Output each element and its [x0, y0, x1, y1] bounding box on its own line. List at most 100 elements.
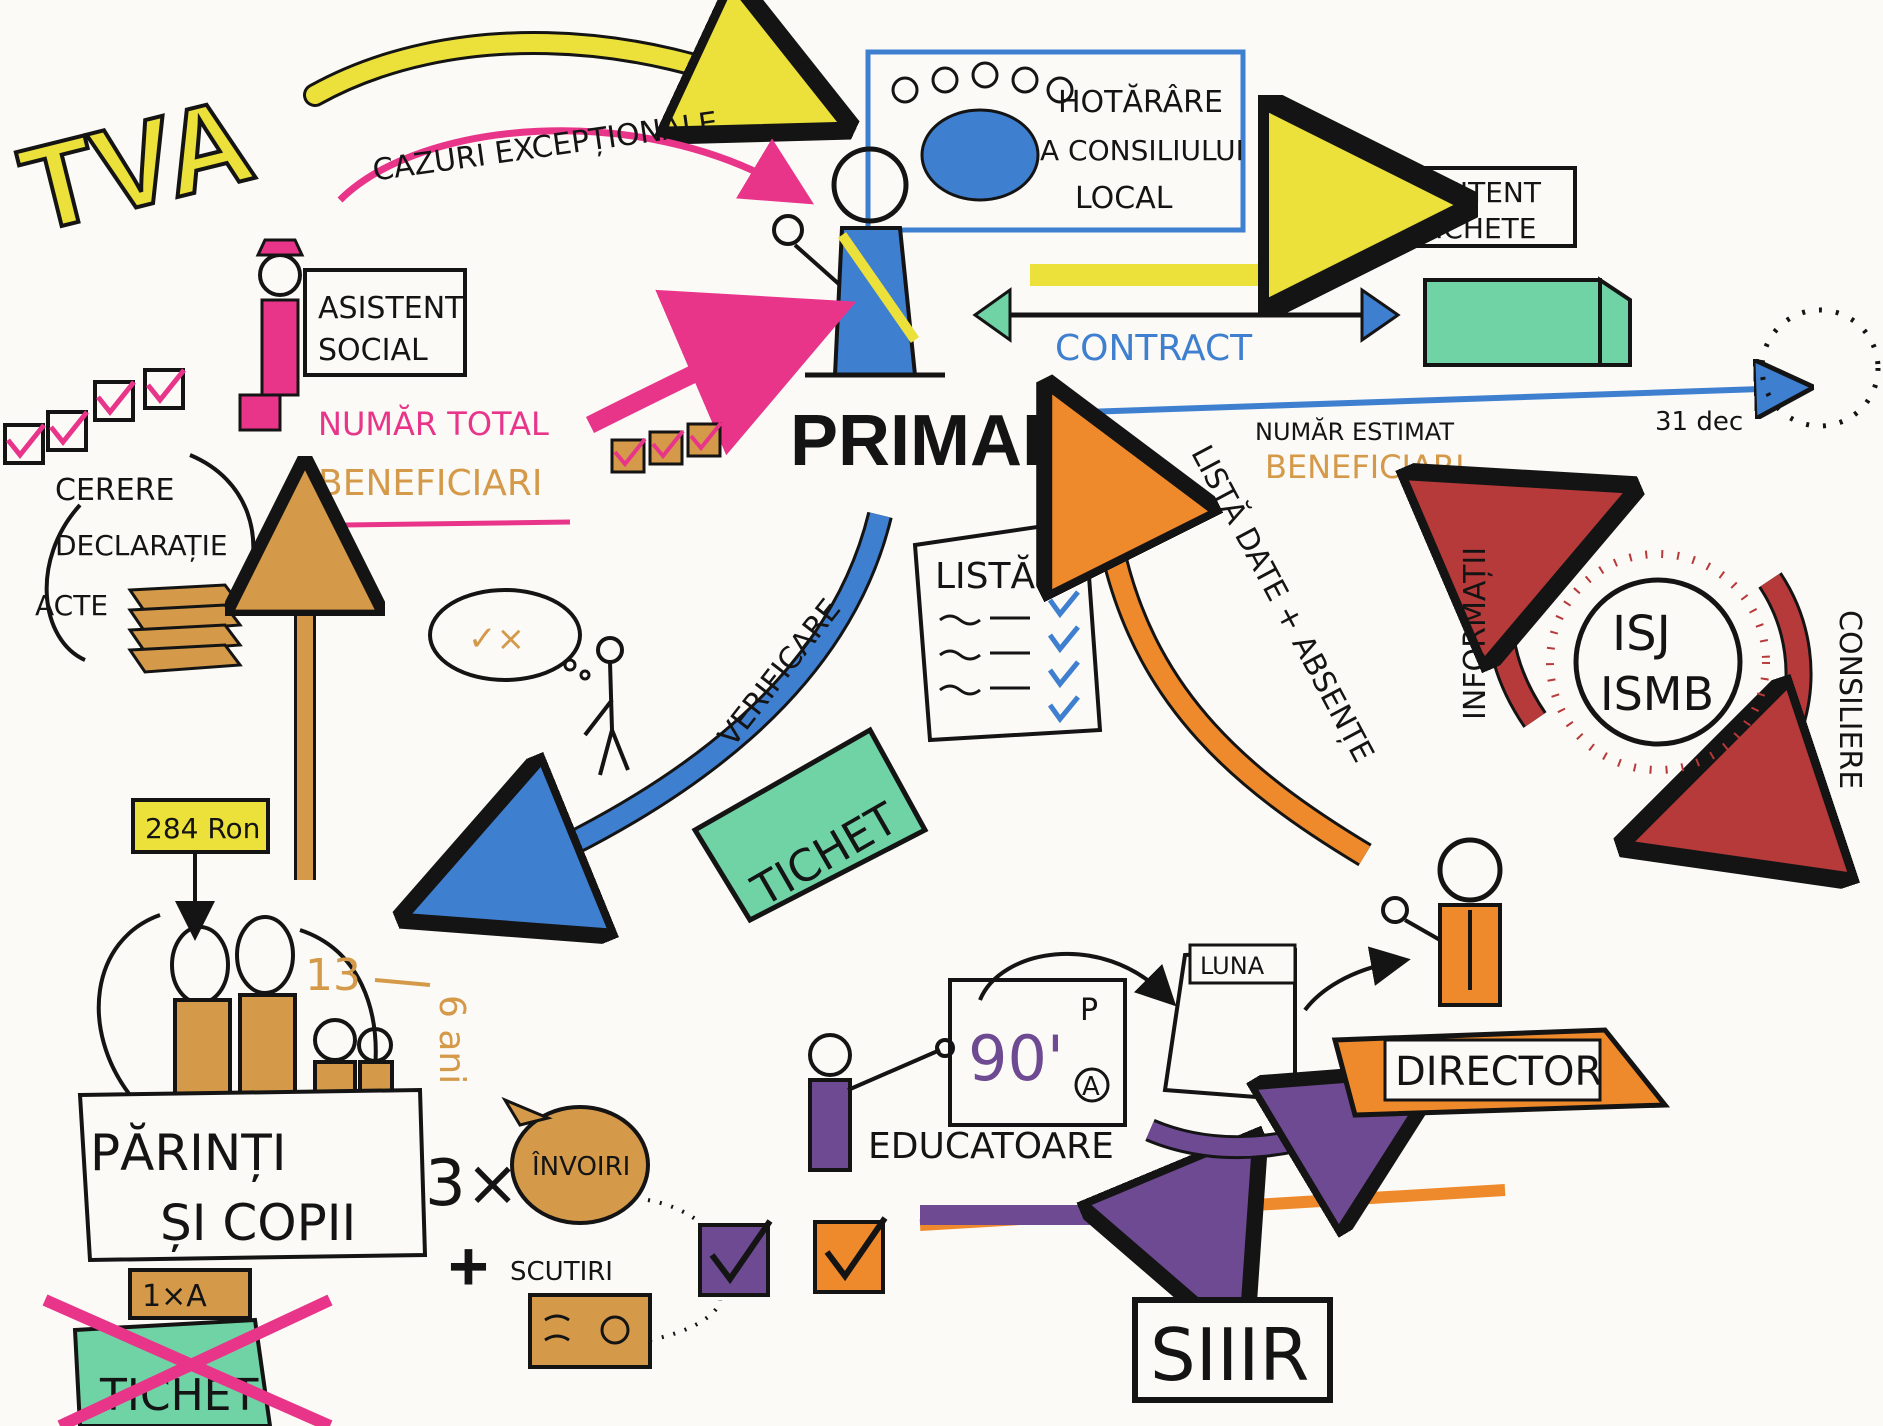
asistent-line-1: ASISTENT	[318, 291, 464, 326]
lista-group: LISTĂ	[912, 517, 1103, 743]
verificare-label: VERIFICARE	[712, 593, 848, 754]
primar-figure	[772, 146, 945, 378]
cazuri-label: CAZURI EXCEPȚIONALE	[370, 106, 719, 189]
parinti-label: PĂRINȚI	[90, 1122, 287, 1182]
scutiri-card	[528, 1293, 652, 1369]
p-letter: P	[1080, 993, 1098, 1028]
asistent-sign	[303, 268, 467, 377]
scutiri-label: SCUTIRI	[510, 1257, 613, 1287]
dotted-ring-icon	[1546, 550, 1770, 774]
hotarare-line-1: HOTĂRÂRE	[1058, 83, 1223, 120]
director-head	[1437, 837, 1503, 903]
emitent-tichete-group: EMITENT TICHETE	[1403, 166, 1632, 367]
ismb-label: ISMB	[1600, 667, 1714, 721]
director-label: DIRECTOR	[1395, 1049, 1602, 1095]
emitent-line-2: TICHETE	[1417, 212, 1536, 245]
checkbox-icon	[3, 423, 45, 465]
hotarare-consiliu-group: HOTĂRÂRE A CONSILIULUI LOCAL	[865, 49, 1246, 233]
primar-label: PRIMAR	[790, 401, 1074, 481]
date-31-dec: 31 dec	[1655, 407, 1743, 437]
siiir-purple-line	[920, 1215, 1215, 1275]
director-group: DIRECTOR	[1331, 837, 1671, 1118]
hotarare-line-3: LOCAL	[1075, 181, 1173, 216]
isj-ismb-group: ISJ ISMB INFORMAȚII CONSILIERE	[1458, 520, 1867, 820]
tva-group: TVA	[6, 70, 267, 260]
lista-date-label: LISTĂ DATE + ABSENȚE	[1184, 439, 1383, 769]
hotarare-line-2: A CONSILIULUI	[1040, 134, 1244, 167]
parinti-frame	[77, 1087, 428, 1263]
cerere-label: CERERE	[55, 473, 175, 508]
educatoare-label: EDUCATOARE	[868, 1126, 1114, 1167]
asistent-body	[260, 298, 300, 397]
checkbox-icon	[46, 410, 88, 452]
attendance-checkboxes	[698, 1216, 888, 1297]
numar-estimat-label: NUMĂR ESTIMAT	[1255, 416, 1454, 446]
checkbox-icon	[698, 1223, 770, 1297]
speech-bubble-icon	[920, 108, 1040, 202]
isj-circle	[1573, 577, 1743, 747]
parents-figures-icon	[170, 915, 394, 1119]
hotarare-frame	[865, 49, 1246, 233]
council-people-icon	[891, 61, 1074, 104]
age-13-label: 13	[305, 950, 361, 1001]
parinti-copii-group: PĂRINȚI ȘI COPII 13 6 ani	[77, 913, 472, 1263]
one-a-tag	[128, 1268, 252, 1320]
one-a-label: 1×A	[142, 1279, 207, 1314]
luna-label: LUNA	[1200, 952, 1265, 980]
crossed-tichet-group: 1×A TICHET	[42, 1268, 333, 1426]
beneficiari-estimat-label: BENEFICIARI	[1265, 448, 1465, 486]
tichet-card	[691, 726, 929, 924]
thought-cloud-icon: ✓×	[428, 588, 591, 682]
invoiri-label: ÎNVOIRI	[531, 1150, 630, 1182]
plus-label: +	[448, 1227, 489, 1305]
walking-figure-icon	[583, 636, 630, 776]
primar-head	[831, 146, 909, 224]
ron-tag	[131, 798, 270, 854]
siiir-label: SIIIR	[1150, 1313, 1309, 1397]
x3-label: 3×	[425, 1147, 519, 1221]
dotted-circle-icon	[1759, 307, 1881, 429]
luna-tab	[1188, 943, 1297, 985]
declaratie-label: DECLARAȚIE	[55, 529, 228, 562]
educatoare-group: 90' P A EDUCATOARE	[808, 978, 1127, 1172]
isj-label: ISJ	[1612, 606, 1671, 662]
invoiri-scutiri-group: 3× ÎNVOIRI + SCUTIRI	[425, 1096, 727, 1369]
asistent-head	[258, 253, 302, 297]
emitent-desk	[1423, 278, 1602, 367]
a-letter: A	[1082, 1072, 1100, 1102]
documente-group: CERERE DECLARAȚIE ACTE	[35, 453, 256, 674]
beneficiari-total-label: BENEFICIARI	[318, 463, 542, 504]
svg-text:✓×: ✓×	[468, 619, 525, 659]
lista-label: LISTĂ	[935, 554, 1036, 597]
asistent-pink-arrow	[585, 289, 857, 456]
asistent-line-2: SOCIAL	[318, 333, 428, 368]
invoiri-bubble	[510, 1105, 650, 1225]
emitent-line-1: EMITENT	[1418, 176, 1542, 209]
siiir-box	[1132, 1297, 1333, 1403]
age-6-label: 6 ani	[431, 995, 472, 1084]
contract-arrow: CONTRACT	[972, 287, 1401, 369]
si-copii-label: ȘI COPII	[160, 1194, 356, 1252]
educatoare-figure	[808, 1033, 955, 1172]
ron-label: 284 Ron	[145, 812, 260, 845]
primar-checkboxes	[610, 421, 723, 474]
checkbox-icon	[93, 380, 135, 422]
checkbox-icon	[143, 368, 185, 410]
min90-label: 90'	[968, 1022, 1064, 1095]
tva-label: TVA	[8, 72, 265, 258]
siiir-group: SIIIR	[1132, 1297, 1333, 1403]
acte-label: ACTE	[35, 589, 108, 622]
asistent-social-group: ASISTENT SOCIAL NUMĂR TOTAL BENEFICIARI	[238, 238, 571, 528]
emitent-yellow-arrow	[1030, 205, 1390, 275]
ron-tag-group: 284 Ron	[131, 798, 270, 941]
document-stack-icon	[127, 583, 243, 674]
left-checkboxes	[3, 368, 186, 465]
bag-icon	[238, 393, 282, 432]
informatii-label: INFORMAȚII	[1458, 547, 1493, 720]
numar-total-label: NUMĂR TOTAL	[318, 404, 549, 443]
consiliere-label: CONSILIERE	[1832, 610, 1867, 789]
cazuri-pink-arrow	[337, 127, 815, 205]
contract-label: CONTRACT	[1055, 328, 1253, 369]
